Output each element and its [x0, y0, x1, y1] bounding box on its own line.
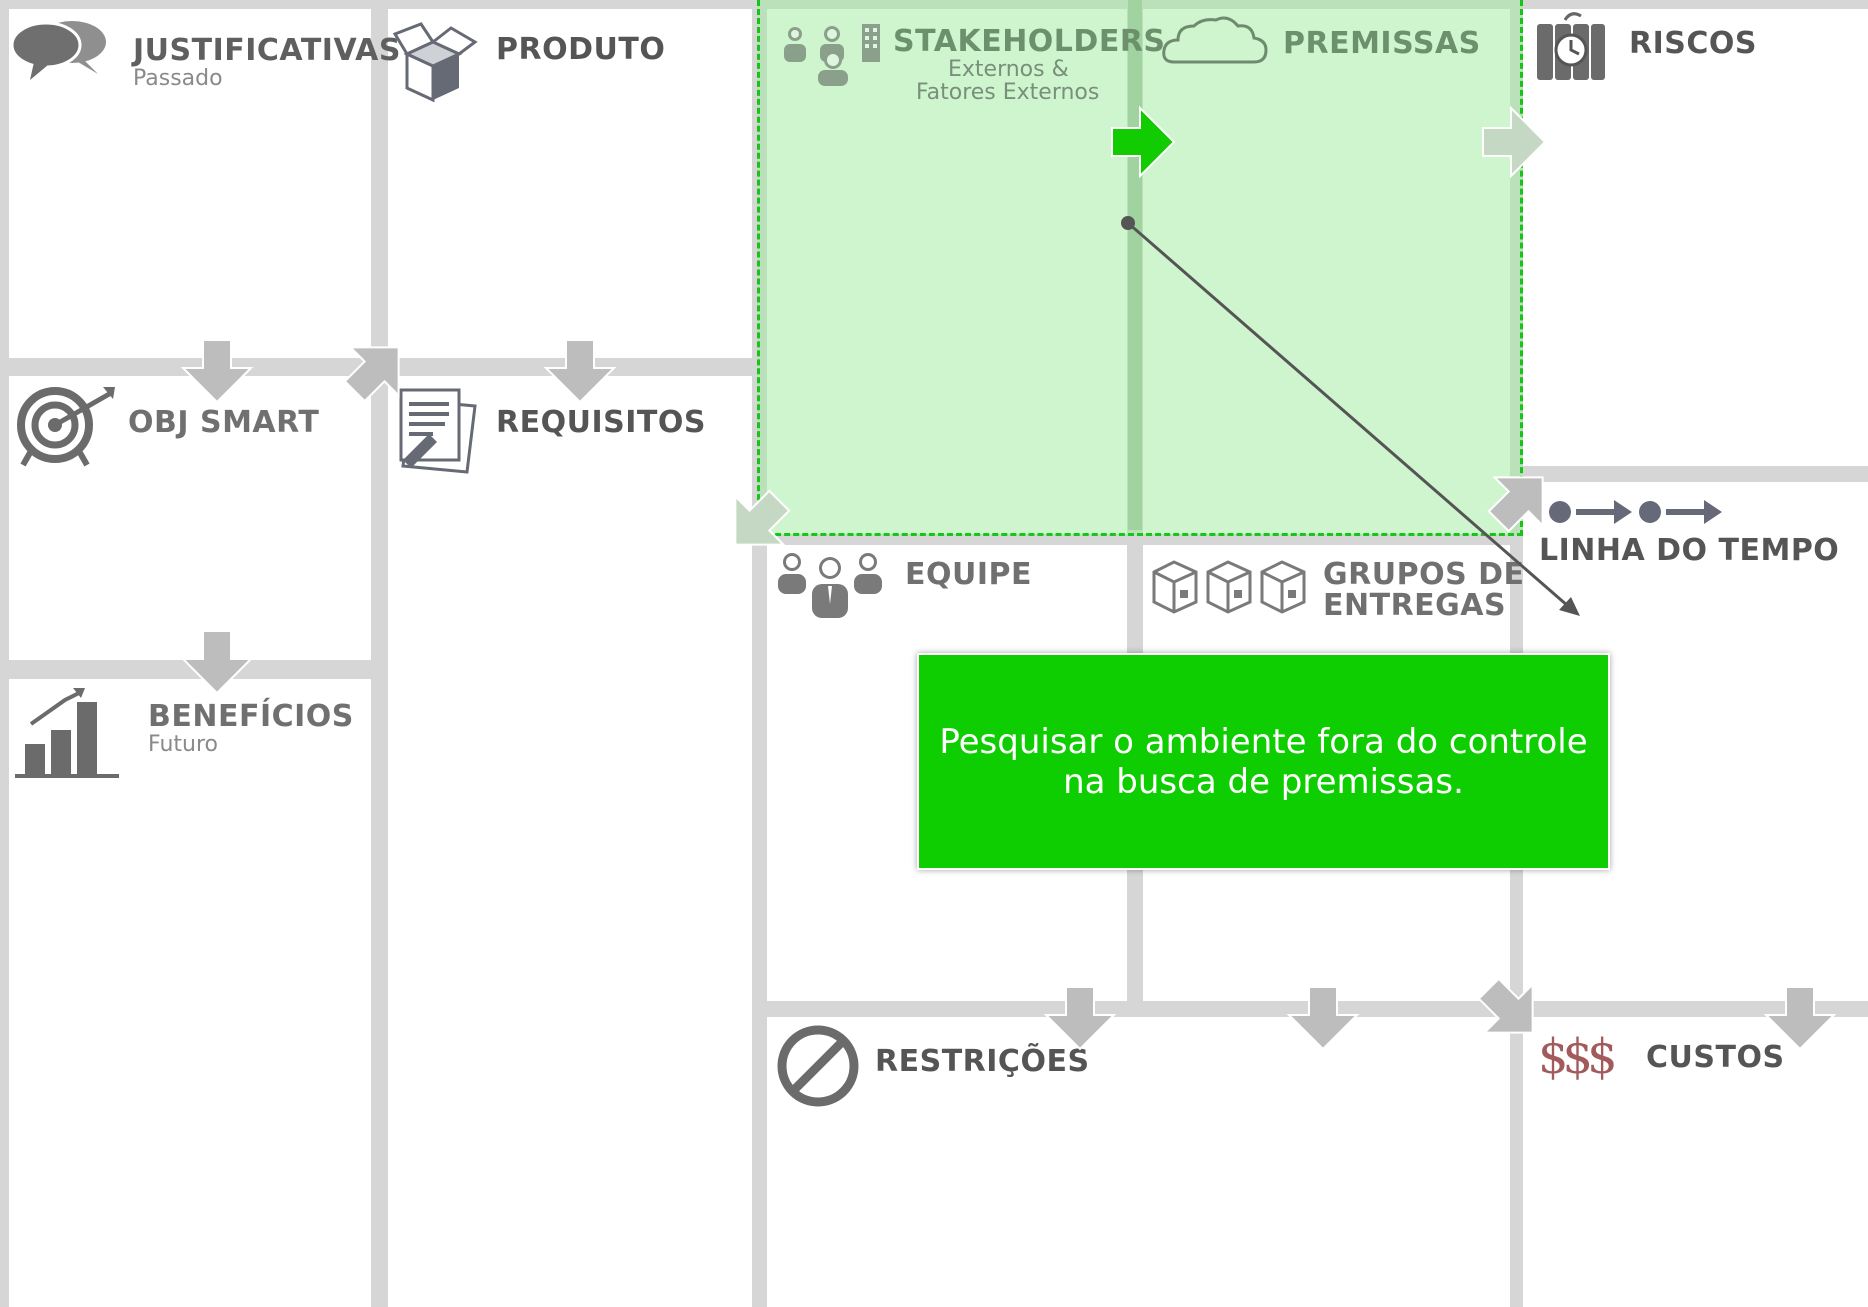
title-restricoes: RESTRIÇÕES [875, 1044, 1090, 1079]
arrow-entregas-to-custos [1463, 963, 1558, 1058]
target-arrow-icon [17, 387, 115, 467]
title-beneficios: BENEFÍCIOS [148, 699, 354, 734]
cell-custos [1523, 1017, 1868, 1307]
arrow-justificativas-to-obj [182, 339, 252, 403]
arrow-entregas-to-restricoes [1288, 986, 1358, 1050]
time-bomb-icon [1537, 12, 1605, 80]
arrow-to-custos-right [1765, 986, 1835, 1050]
speech-bubbles-icon [10, 21, 106, 80]
pointer-line [1127, 221, 1569, 608]
title-obj-smart: OBJ SMART [128, 405, 320, 440]
arrow-equipe-to-restricoes [1045, 986, 1115, 1050]
cloud-icon [1162, 16, 1268, 64]
title-produto: PRODUTO [496, 32, 666, 67]
dollar-signs-text: $$$ [1538, 1029, 1618, 1085]
callout-line-1: Pesquisar o ambiente fora do controle [939, 721, 1588, 762]
title-grupos-entregas-2: ENTREGAS [1323, 588, 1507, 623]
callout-line-2: na busca de premissas. [1063, 761, 1464, 802]
cell-obj-smart [9, 376, 371, 660]
cell-beneficios [9, 679, 371, 1307]
cell-restricoes [767, 1017, 1510, 1307]
open-box-icon [392, 22, 478, 103]
document-pen-icon [399, 388, 477, 474]
cell-justificativas [9, 9, 371, 358]
arrow-obj-to-beneficios [182, 630, 252, 694]
arrow-stakeholders-to-equipe [710, 475, 805, 570]
arrow-produto-to-requisitos [545, 339, 615, 403]
pointer-dot [1121, 216, 1135, 230]
arrow-premissas-to-riscos [1482, 107, 1546, 177]
subtitle-stakeholders-1: Externos & [948, 57, 1069, 82]
title-grupos-entregas-1: GRUPOS DE [1323, 557, 1525, 592]
subtitle-stakeholders-2: Fatores Externos [916, 80, 1100, 105]
growth-chart-icon [15, 688, 119, 778]
arrow-stakeholders-to-premissas-active [1111, 107, 1175, 177]
timeline-icon [1549, 500, 1722, 524]
team-icon [778, 553, 882, 618]
callout-box: Pesquisar o ambiente fora do controle na… [917, 653, 1610, 870]
title-stakeholders: STAKEHOLDERS [893, 24, 1166, 59]
cell-requisitos [388, 376, 752, 1307]
title-premissas: PREMISSAS [1283, 26, 1481, 61]
cell-riscos [1523, 9, 1868, 466]
pointer-arrowhead [1559, 597, 1580, 616]
subtitle-beneficios: Futuro [148, 732, 218, 757]
dollar-signs-icon: $$$ [1538, 1016, 1618, 1098]
people-building-icon [784, 24, 880, 86]
title-requisitos: REQUISITOS [496, 405, 706, 440]
title-justificativas: JUSTIFICATIVAS [133, 33, 401, 68]
title-equipe: EQUIPE [905, 557, 1032, 592]
arrow-justificativas-to-requisitos [329, 322, 424, 417]
title-riscos: RISCOS [1629, 26, 1757, 61]
arrow-entregas-to-linha [1473, 452, 1568, 547]
title-linha-do-tempo: LINHA DO TEMPO [1539, 533, 1840, 568]
boxes-icon [1152, 560, 1306, 614]
subtitle-justificativas: Passado [133, 66, 223, 91]
title-custos: CUSTOS [1646, 1040, 1785, 1075]
prohibited-icon [777, 1025, 859, 1107]
